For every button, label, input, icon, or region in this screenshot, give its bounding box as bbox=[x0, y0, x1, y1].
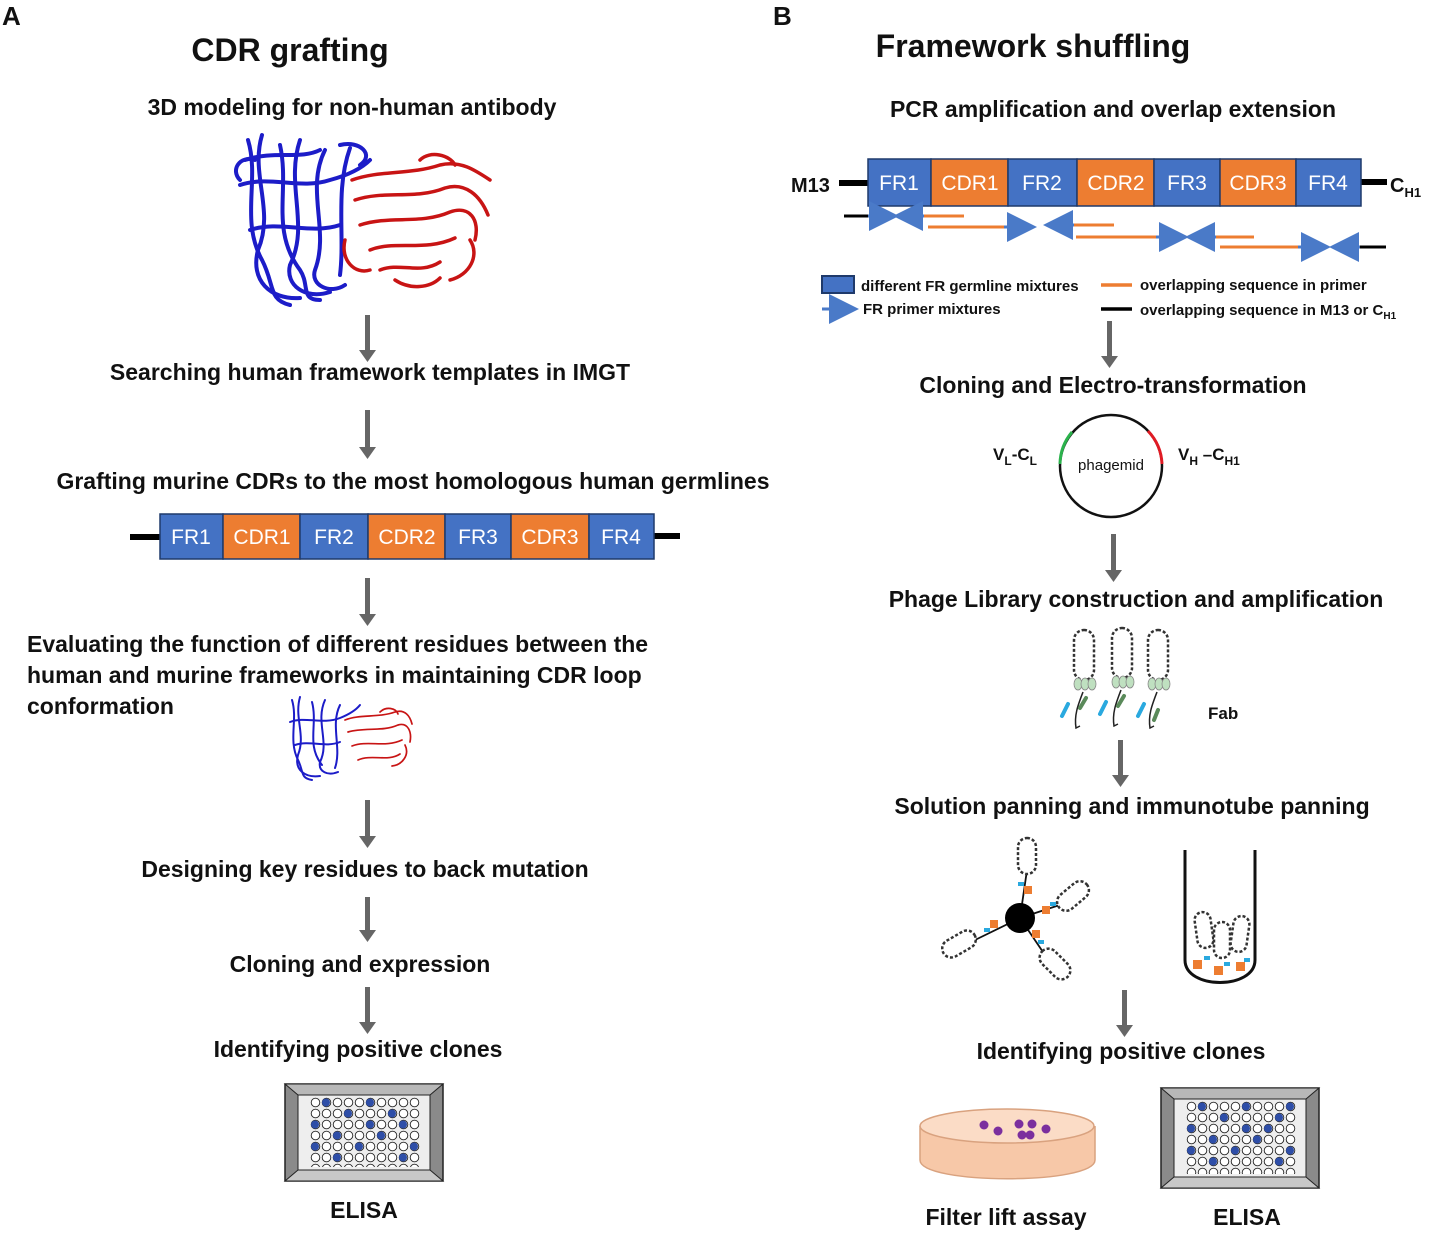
segment-fr4: FR4 bbox=[1308, 172, 1348, 195]
segment-fr1: FR1 bbox=[879, 172, 919, 195]
segment-fr1: FR1 bbox=[171, 526, 211, 549]
legend-fr-primer: FR primer mixtures bbox=[863, 301, 1001, 318]
solution-panning-image bbox=[940, 836, 1091, 981]
vl-cl-label: VL-CL bbox=[993, 445, 1037, 468]
step-b-phage-library: Phage Library construction and amplifica… bbox=[889, 586, 1384, 612]
step-a-designing: Designing key residues to back mutation bbox=[141, 856, 588, 882]
step-a-evaluating-line3: conformation bbox=[27, 693, 174, 719]
m13-label: M13 bbox=[791, 175, 830, 197]
antibody-structure-small-image bbox=[289, 696, 413, 781]
step-a-evaluating-line2: human and murine frameworks in maintaini… bbox=[27, 662, 642, 688]
down-arrow-icon bbox=[365, 987, 370, 1024]
step-a-cloning: Cloning and expression bbox=[230, 951, 491, 977]
segment-fr4: FR4 bbox=[601, 526, 641, 549]
down-arrow-icon bbox=[365, 897, 370, 934]
down-arrow-icon bbox=[365, 315, 370, 355]
step-a-searching: Searching human framework templates in I… bbox=[110, 359, 630, 385]
step-b-cloning: Cloning and Electro-transformation bbox=[919, 372, 1306, 398]
ch1-label: CH1 bbox=[1390, 175, 1421, 200]
segment-cdr2: CDR2 bbox=[378, 526, 435, 549]
segment-fr3: FR3 bbox=[458, 526, 498, 549]
down-arrow-icon bbox=[1122, 990, 1127, 1028]
filter-lift-label: Filter lift assay bbox=[925, 1204, 1086, 1230]
segment-fr2: FR2 bbox=[314, 526, 354, 549]
segment-fr2: FR2 bbox=[1022, 172, 1062, 195]
elisa-plate-b-image bbox=[1159, 1087, 1321, 1189]
legend-fr-swatch bbox=[821, 275, 855, 294]
segment-cdr1: CDR1 bbox=[233, 526, 290, 549]
down-arrow-icon bbox=[1107, 321, 1112, 359]
elisa-label-a: ELISA bbox=[330, 1197, 398, 1223]
panel-a-letter: A bbox=[2, 1, 21, 31]
down-arrow-icon bbox=[1118, 740, 1123, 778]
down-arrow-icon bbox=[365, 800, 370, 840]
legend: different FR germline mixtures FR primer… bbox=[821, 275, 1397, 324]
segment-cdr1: CDR1 bbox=[941, 172, 998, 195]
step-a-grafting: Grafting murine CDRs to the most homolog… bbox=[56, 468, 769, 494]
construct-b: M13 CH1 FR1 CDR1 FR2 CDR2 FR3 CDR3 FR4 bbox=[791, 158, 1421, 207]
step-a-evaluating-line1: Evaluating the function of different res… bbox=[27, 631, 648, 657]
fab-label: Fab bbox=[1208, 704, 1238, 723]
legend-overlap-m13: overlapping sequence in M13 or CH1 bbox=[1140, 302, 1397, 322]
elisa-plate-a-image bbox=[283, 1083, 445, 1182]
step-b-identifying: Identifying positive clones bbox=[977, 1038, 1266, 1064]
step-b-panning: Solution panning and immunotube panning bbox=[894, 793, 1369, 819]
segment-cdr3: CDR3 bbox=[1229, 172, 1286, 195]
legend-fr-germline: different FR germline mixtures bbox=[861, 278, 1079, 295]
step-b-pcr: PCR amplification and overlap extension bbox=[890, 96, 1336, 122]
panel-b-letter: B bbox=[773, 1, 792, 31]
phage-particles-image bbox=[1060, 626, 1171, 730]
step-a-identifying: Identifying positive clones bbox=[214, 1036, 503, 1062]
panel-a-title: CDR grafting bbox=[191, 32, 388, 68]
antibody-structure-image bbox=[234, 133, 492, 307]
legend-overlap-primer: overlapping sequence in primer bbox=[1140, 277, 1367, 294]
phagemid-label: phagemid bbox=[1078, 457, 1144, 474]
panel-b-title: Framework shuffling bbox=[876, 28, 1191, 64]
immunotube-image bbox=[1183, 850, 1257, 984]
phagemid-image bbox=[1058, 413, 1164, 519]
construct-a: FR1 CDR1 FR2 CDR2 FR3 CDR3 FR4 bbox=[130, 513, 680, 560]
down-arrow-icon bbox=[365, 578, 370, 618]
filter-lift-dish-image bbox=[919, 1108, 1096, 1180]
segment-cdr3: CDR3 bbox=[521, 526, 578, 549]
vh-ch1-label: VH –CH1 bbox=[1178, 445, 1240, 468]
down-arrow-icon bbox=[365, 410, 370, 450]
segment-cdr2: CDR2 bbox=[1087, 172, 1144, 195]
segment-fr3: FR3 bbox=[1167, 172, 1207, 195]
elisa-label-b: ELISA bbox=[1213, 1204, 1281, 1230]
step-a-3d-modeling: 3D modeling for non-human antibody bbox=[148, 94, 557, 120]
primer-diagram bbox=[844, 201, 1386, 262]
down-arrow-icon bbox=[1111, 534, 1116, 574]
